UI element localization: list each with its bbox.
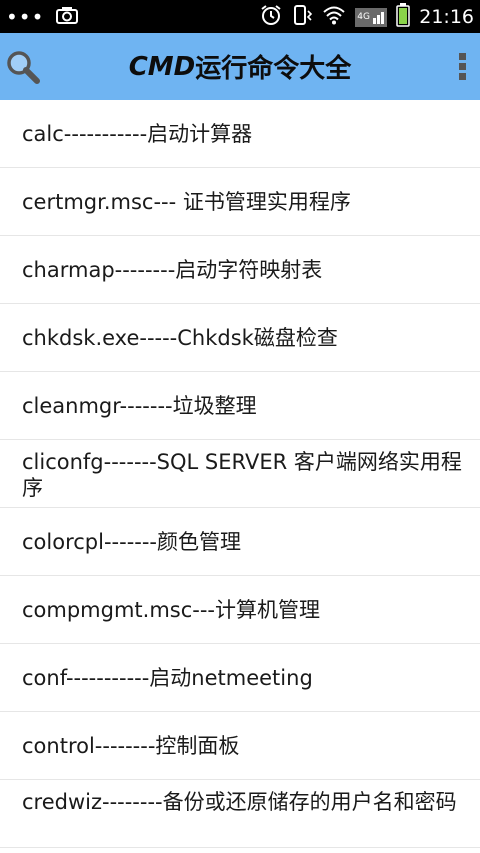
- list-item[interactable]: cliconfg-------SQL SERVER 客户端网络实用程序: [0, 440, 480, 508]
- list-item[interactable]: calc-----------启动计算器: [0, 100, 480, 168]
- list-item[interactable]: certmgr.msc--- 证书管理实用程序: [0, 168, 480, 236]
- page-title-cjk: 运行命令大全: [195, 54, 352, 84]
- list-item-label: certmgr.msc--- 证书管理实用程序: [22, 189, 351, 214]
- status-bar: •••: [0, 0, 480, 33]
- alarm-icon: [260, 4, 282, 30]
- clock: 21:16: [419, 5, 474, 28]
- list-item[interactable]: credwiz--------备份或还原储存的用户名和密码: [0, 780, 480, 848]
- network-type-label: 4G: [357, 11, 370, 22]
- list-item-label: colorcpl-------颜色管理: [22, 529, 242, 554]
- list-item[interactable]: conf-----------启动netmeeting: [0, 644, 480, 712]
- list-item-label: control--------控制面板: [22, 733, 240, 758]
- list-item[interactable]: control--------控制面板: [0, 712, 480, 780]
- list-item-label: compmgmt.msc---计算机管理: [22, 597, 321, 622]
- list-item[interactable]: chkdsk.exe-----Chkdsk磁盘检查: [0, 304, 480, 372]
- overflow-menu-icon: [452, 53, 472, 89]
- list-item-label: chkdsk.exe-----Chkdsk磁盘检查: [22, 325, 338, 350]
- list-item-label: cleanmgr-------垃圾整理: [22, 393, 257, 418]
- camera-icon: [56, 6, 79, 28]
- list-item[interactable]: colorcpl-------颜色管理: [0, 508, 480, 576]
- page-title-latin: CMD: [128, 51, 196, 82]
- list-item-label: cliconfg-------SQL SERVER 客户端网络实用程序: [22, 450, 462, 500]
- search-button[interactable]: [4, 48, 42, 86]
- search-icon: [4, 51, 42, 90]
- command-list: calc-----------启动计算器 certmgr.msc--- 证书管理…: [0, 100, 480, 848]
- signal-icon: 4G: [355, 6, 388, 28]
- overflow-menu-button[interactable]: [452, 49, 472, 85]
- list-item[interactable]: charmap--------启动字符映射表: [0, 236, 480, 304]
- overflow-dots-icon: •••: [6, 4, 45, 29]
- battery-icon: [396, 2, 410, 31]
- list-item-label: charmap--------启动字符映射表: [22, 257, 323, 282]
- wifi-icon: [322, 5, 346, 29]
- list-item-label: credwiz--------备份或还原储存的用户名和密码: [22, 790, 457, 814]
- vibrate-icon: [291, 4, 313, 30]
- list-item-label: calc-----------启动计算器: [22, 121, 253, 146]
- list-item-label: conf-----------启动netmeeting: [22, 665, 313, 690]
- list-item[interactable]: cleanmgr-------垃圾整理: [0, 372, 480, 440]
- list-item[interactable]: compmgmt.msc---计算机管理: [0, 576, 480, 644]
